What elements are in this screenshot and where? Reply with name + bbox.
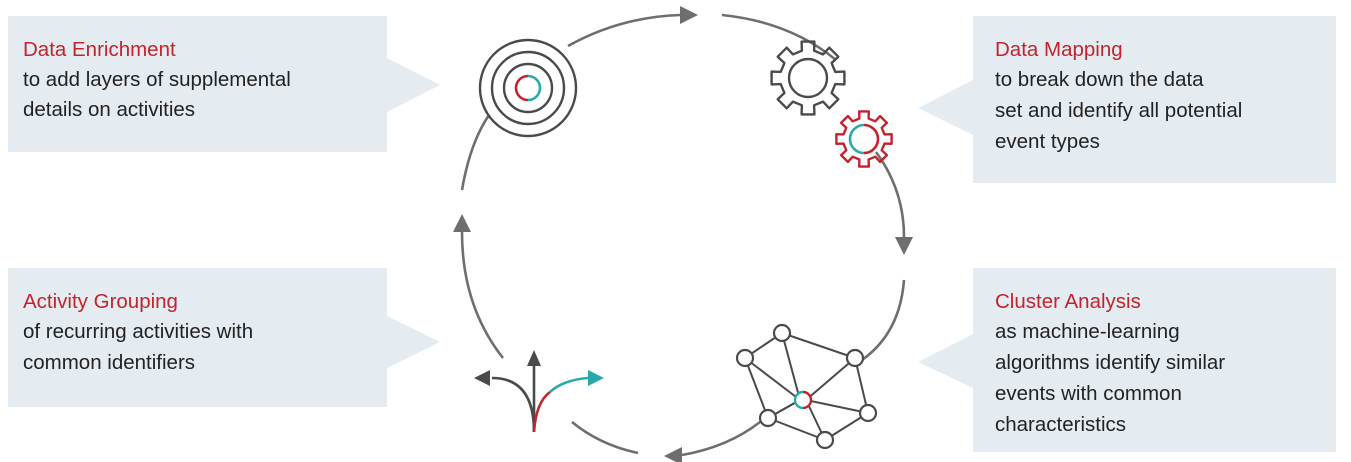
callout-data-enrichment: Data Enrichment to add layers of supplem… [8, 16, 440, 152]
callout-text-line: set and identify all potential [995, 99, 1242, 122]
callout-box-enrichment [8, 16, 440, 152]
small-gear-hub-teal [848, 123, 865, 155]
cycle-arc-bottom-left [571, 420, 639, 455]
branching-arrows-icon [474, 350, 604, 433]
callout-title: Cluster Analysis [995, 290, 1141, 313]
callout-title: Activity Grouping [23, 290, 178, 313]
callout-text-line: common identifiers [23, 351, 195, 374]
callout-box-mapping [918, 16, 1336, 183]
callout-text-line: characteristics [995, 413, 1126, 436]
arrowhead-down-icon [895, 237, 913, 255]
arrowhead-left-icon [664, 447, 682, 462]
callout-data-mapping: Data Mapping to break down the data set … [918, 16, 1336, 183]
cycle-arc-upper-left [460, 114, 491, 191]
arrowhead-right-icon [680, 6, 698, 24]
callout-text-line: algorithms identify similar [995, 351, 1225, 374]
callout-text-line: details on activities [23, 98, 195, 121]
callout-box-cluster [918, 268, 1336, 452]
concentric-circles-target-icon [478, 38, 578, 138]
callout-text-line: of recurring activities with [23, 320, 253, 343]
large-gear-icon [770, 40, 846, 116]
network-nodes-icon [735, 323, 878, 450]
cycle-arrowheads [453, 6, 913, 462]
cycle-arc-bottom [681, 420, 761, 457]
arrowhead-up-icon [453, 214, 471, 232]
callout-activity-grouping: Activity Grouping of recurring activitie… [8, 268, 440, 407]
callout-text-line: to break down the data [995, 68, 1204, 91]
callout-text-line: as machine-learning [995, 320, 1180, 343]
small-gear-icon [835, 110, 893, 168]
cycle-arc-lower-right [861, 279, 906, 362]
callout-title: Data Mapping [995, 38, 1123, 61]
callout-title: Data Enrichment [23, 38, 176, 61]
cycle-arc-lower-left [460, 231, 505, 359]
cycle-arc-top [567, 13, 681, 48]
callout-box-grouping [8, 268, 440, 407]
callout-text-line: to add layers of supplemental [23, 68, 291, 91]
callout-text-line: event types [995, 130, 1100, 153]
callout-cluster-analysis: Cluster Analysis as machine-learning alg… [918, 268, 1336, 452]
gears-icon [770, 40, 893, 168]
callout-text-line: events with common [995, 382, 1182, 405]
cycle-arc-right [874, 151, 906, 238]
large-gear-hub [787, 57, 829, 99]
cycle-arcs [460, 13, 906, 457]
small-gear-hub-red [863, 123, 880, 155]
